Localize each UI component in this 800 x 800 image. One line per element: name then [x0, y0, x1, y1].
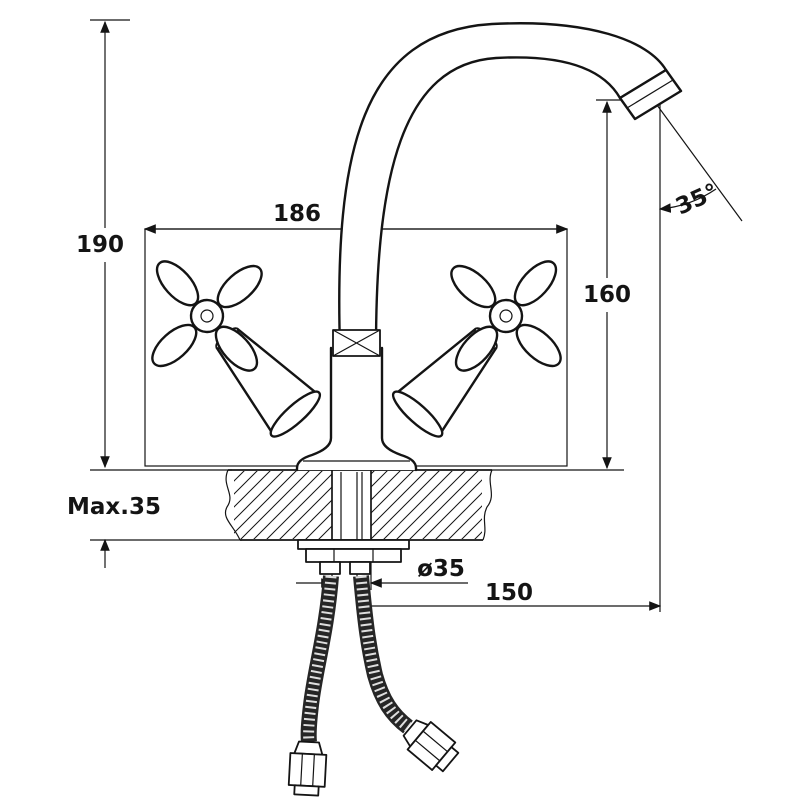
mounting-nut-facets: [333, 549, 374, 562]
dim-label-spout-reach: 150: [485, 580, 533, 606]
dim-label-outlet-angle: 35°: [672, 179, 722, 220]
dimension-labels: 190 186 160 35° Max.35 ø35 150: [67, 179, 722, 606]
countertop-hatching-right: [371, 471, 482, 539]
angle-arc-35deg: [658, 188, 717, 213]
body-outline-left: [295, 346, 333, 472]
right-handle-collar: [391, 390, 444, 438]
body-outline-right: [380, 346, 418, 472]
right-handle: [391, 260, 562, 438]
dim-label-total-height: 190: [76, 232, 124, 258]
hose-fitting-right-facets: [414, 730, 448, 762]
hose-connector-left: [319, 561, 341, 575]
faucet: [151, 22, 683, 472]
supply-hose-right-braid: [355, 575, 412, 732]
left-handle-hub-center: [200, 309, 214, 323]
body-fill: [297, 348, 416, 470]
cartridge-cover-cross: [332, 329, 381, 357]
supply-hose-right: [353, 575, 414, 734]
hose-fitting-left-facets: [300, 753, 315, 787]
cartridge-cover: [332, 329, 381, 357]
dim-label-max-thickness: Max.35: [67, 494, 161, 520]
hose-fitting-left-tip: [293, 784, 320, 797]
aerator-detail-line: [626, 79, 674, 109]
spout-aerator: [618, 68, 683, 121]
countertop-break-right: [482, 469, 493, 541]
hose-fitting-left: [287, 740, 328, 797]
left-handle: [151, 260, 322, 438]
right-handle-hub: [488, 298, 524, 334]
dim-label-hole-diameter: ø35: [417, 556, 465, 582]
left-handle-collar: [269, 390, 322, 438]
hose-connector-right: [349, 561, 371, 575]
hose-fitting-right: [402, 719, 460, 773]
dim-label-body-width: 186: [273, 201, 321, 227]
countertop-hatching-left: [234, 471, 332, 539]
countertop: [224, 469, 493, 548]
under-deck-assembly: [287, 539, 460, 797]
countertop-break-left: [224, 469, 241, 541]
dim-label-outlet-height: 160: [583, 282, 631, 308]
right-handle-lobe-right: [515, 323, 562, 368]
left-handle-hub: [189, 298, 225, 334]
supply-hose-left-braid: [303, 575, 337, 743]
mounting-nut: [305, 548, 402, 563]
right-handle-hub-center: [499, 309, 513, 323]
angle-reference-line: [645, 89, 743, 222]
mounting-washer: [297, 539, 410, 550]
hose-fitting-left-nut: [287, 752, 328, 788]
hose-fitting-right-tip: [435, 746, 460, 773]
